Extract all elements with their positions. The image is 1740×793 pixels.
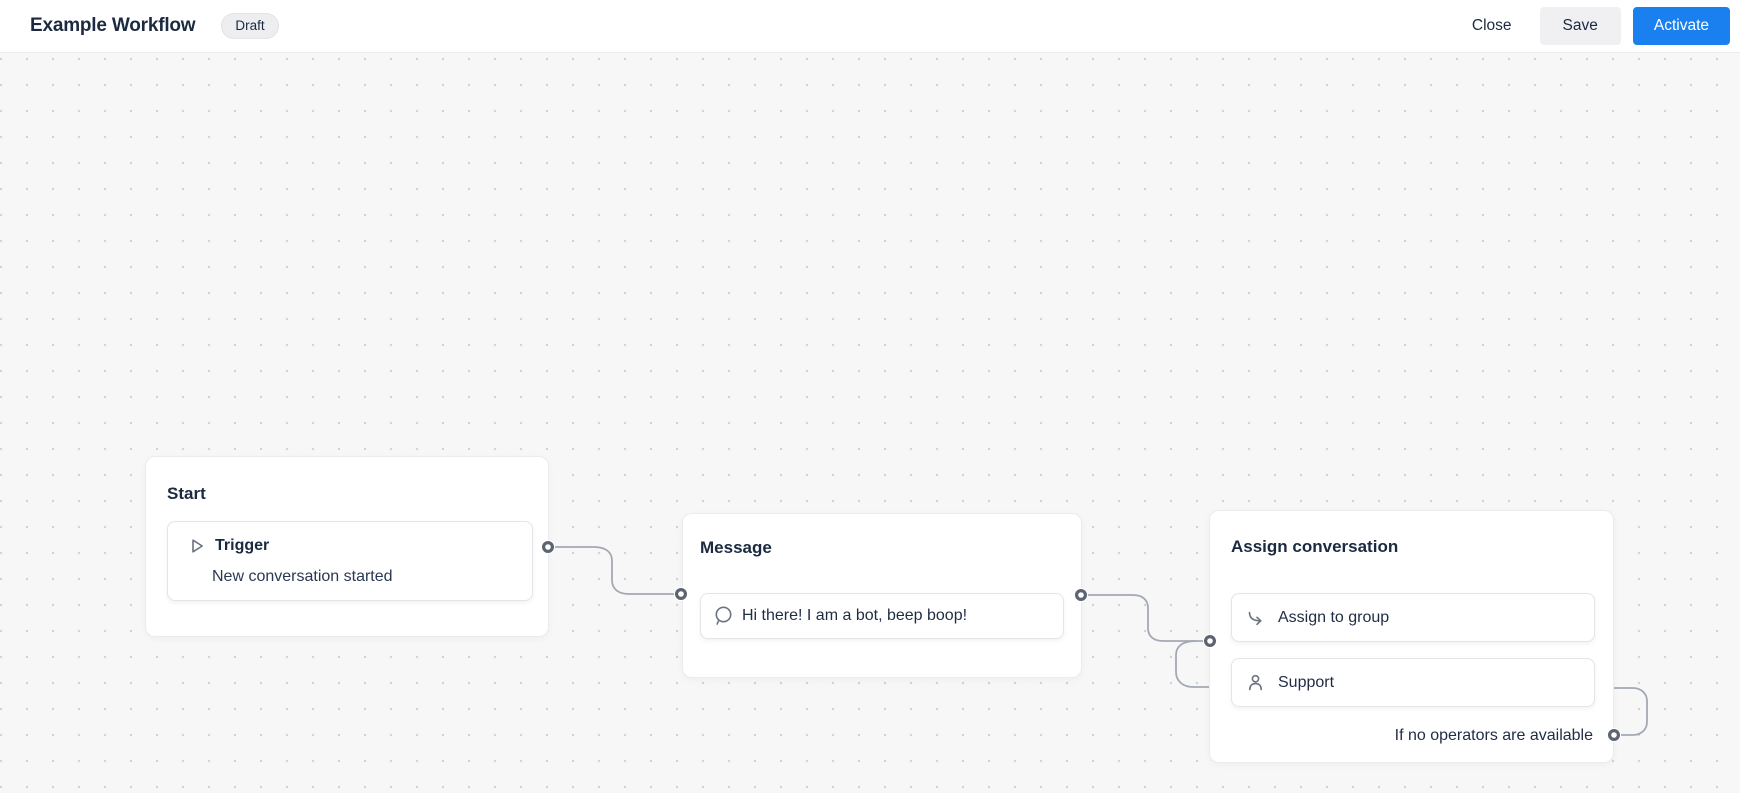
assign-arrow-icon <box>1246 608 1265 627</box>
trigger-card[interactable]: Trigger New conversation started <box>167 521 533 601</box>
fallback-branch-label: If no operators are available <box>1394 727 1593 744</box>
save-button[interactable]: Save <box>1539 7 1621 45</box>
message-card[interactable]: Hi there! I am a bot, beep boop! <box>700 593 1064 639</box>
page-title: Example Workflow <box>30 15 196 36</box>
assign-to-group-label: Assign to group <box>1278 608 1390 626</box>
trigger-sublabel: New conversation started <box>212 568 393 585</box>
node-start-title: Start <box>167 484 206 503</box>
port-assign-input[interactable] <box>1203 634 1217 648</box>
connector-message-assign <box>1086 594 1204 642</box>
node-message-title: Message <box>700 538 772 557</box>
connector-fallback-loop <box>1614 687 1648 736</box>
port-message-output[interactable] <box>1074 588 1088 602</box>
port-fallback-output[interactable] <box>1607 728 1621 742</box>
close-button[interactable]: Close <box>1458 8 1526 44</box>
play-icon <box>188 537 206 555</box>
person-icon <box>1246 673 1265 692</box>
node-assign-title: Assign conversation <box>1231 537 1399 556</box>
support-group-card[interactable]: Support <box>1231 658 1595 707</box>
node-assign-conversation[interactable]: Assign conversation Assign to group <box>1209 510 1614 763</box>
trigger-label: Trigger <box>215 537 270 554</box>
connector-overlay <box>541 540 1648 742</box>
message-text: Hi there! I am a bot, beep boop! <box>742 607 968 624</box>
connector-assign-branch <box>1175 640 1209 688</box>
connector-start-message <box>548 546 676 595</box>
assign-to-group-card[interactable]: Assign to group <box>1231 593 1595 642</box>
node-start[interactable]: Start Trigger New conversation started <box>145 456 549 637</box>
support-label: Support <box>1278 673 1335 691</box>
port-message-input[interactable] <box>674 587 688 601</box>
node-message[interactable]: Message Hi there! I am a bot, beep boop! <box>682 513 1082 678</box>
workflow-canvas[interactable]: Start Trigger New conversation started M… <box>0 53 1740 793</box>
workflow-header: Example Workflow Draft Close Save Activa… <box>0 0 1740 53</box>
activate-button[interactable]: Activate <box>1632 7 1730 45</box>
chat-bubble-icon <box>713 605 733 627</box>
status-badge: Draft <box>221 12 279 40</box>
port-start-output[interactable] <box>541 540 555 554</box>
